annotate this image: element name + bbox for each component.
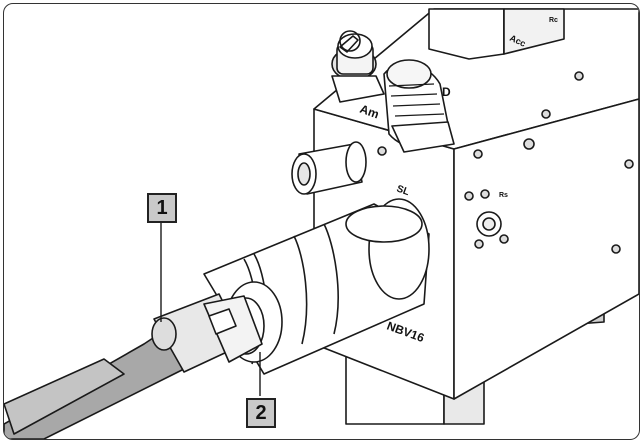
fitting-am	[331, 30, 385, 103]
label-top-tag: Rc	[549, 17, 558, 24]
callout-2: 2	[246, 398, 276, 428]
fitting-d	[383, 59, 455, 153]
illustration-frame: Am D Acc Rc SL Rs NBV16 1 2	[3, 3, 640, 440]
valve-block-drawing: Am D Acc Rc SL Rs NBV16	[4, 8, 639, 439]
label-d: D	[442, 85, 451, 99]
callout-1: 1	[147, 193, 177, 223]
label-rs: Rs	[499, 192, 508, 199]
hose-assembly	[4, 293, 263, 439]
label-am: Am	[358, 102, 381, 122]
label-sl: SL	[395, 183, 411, 198]
fitting-front-small	[291, 141, 367, 195]
